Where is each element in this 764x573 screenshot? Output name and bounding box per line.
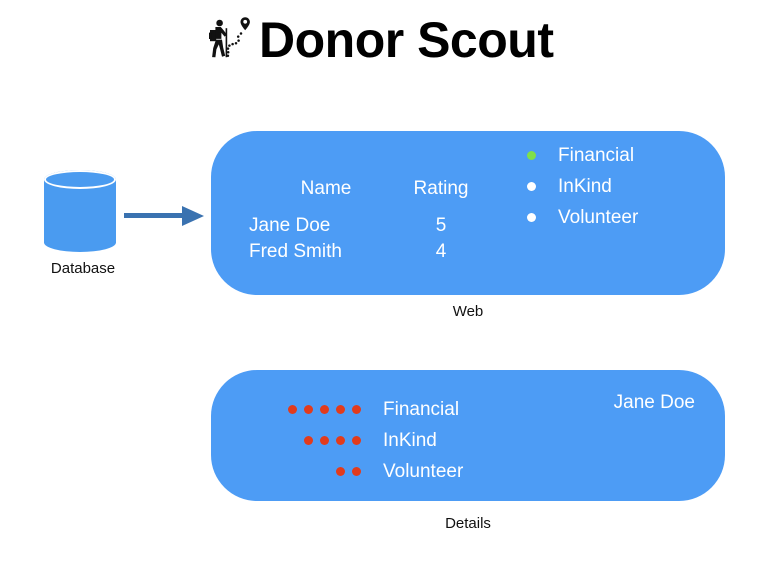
rating-dot-icon — [352, 467, 361, 476]
rating-dots-inkind — [253, 436, 361, 445]
web-panel[interactable]: Name Rating Jane Doe 5 Fred Smith 4 Fina… — [211, 131, 725, 295]
column-header-name: Name — [300, 178, 352, 199]
page-title: Donor Scout — [259, 12, 554, 68]
column-header-rating: Rating — [413, 178, 469, 199]
cylinder-top — [44, 170, 116, 189]
database-cylinder-icon — [44, 170, 116, 252]
legend-label: Financial — [558, 144, 635, 166]
cylinder-body — [44, 179, 116, 243]
rating-dot-icon — [320, 436, 329, 445]
rating-dots-volunteer — [253, 467, 361, 476]
bullet-inkind-icon — [527, 182, 536, 191]
app-header: Donor Scout — [205, 12, 554, 68]
legend-item-inkind[interactable]: InKind — [527, 171, 697, 202]
detail-label: Financial — [383, 398, 460, 420]
detail-category-list: Financial InKind Volunteer — [253, 394, 563, 487]
rating-dot-icon — [336, 405, 345, 414]
arrow-right-icon — [124, 205, 206, 227]
rating-dot-icon — [352, 405, 361, 414]
table-header-row: Name Rating — [249, 178, 487, 214]
details-panel[interactable]: Financial InKind Volunteer Jane Doe — [211, 370, 725, 501]
table-row[interactable]: Jane Doe 5 — [249, 214, 487, 240]
cell-donor-rating: 5 — [435, 215, 447, 236]
detail-label: Volunteer — [383, 460, 464, 482]
web-panel-caption: Web — [452, 303, 484, 320]
legend-label: InKind — [558, 175, 612, 197]
cell-donor-rating: 4 — [435, 241, 447, 262]
rating-dot-icon — [336, 436, 345, 445]
bullet-financial-icon — [527, 151, 536, 160]
cell-donor-name: Jane Doe — [249, 215, 331, 236]
rating-dot-icon — [352, 436, 361, 445]
rating-dot-icon — [304, 405, 313, 414]
database-node[interactable]: Database — [44, 170, 122, 277]
rating-dot-icon — [288, 405, 297, 414]
legend-item-financial[interactable]: Financial — [527, 140, 697, 171]
bullet-volunteer-icon — [527, 213, 536, 222]
rating-dot-icon — [320, 405, 329, 414]
rating-dots-financial — [253, 405, 361, 414]
donor-table: Name Rating Jane Doe 5 Fred Smith 4 — [249, 178, 487, 266]
detail-row-inkind[interactable]: InKind — [253, 425, 563, 456]
detail-row-financial[interactable]: Financial — [253, 394, 563, 425]
rating-dot-icon — [336, 467, 345, 476]
details-donor-name: Jane Doe — [613, 392, 695, 413]
table-row[interactable]: Fred Smith 4 — [249, 240, 487, 266]
database-label: Database — [50, 260, 116, 277]
detail-row-volunteer[interactable]: Volunteer — [253, 456, 563, 487]
detail-label: InKind — [383, 429, 437, 451]
cell-donor-name: Fred Smith — [249, 241, 342, 262]
category-legend: Financial InKind Volunteer — [527, 140, 697, 233]
legend-item-volunteer[interactable]: Volunteer — [527, 202, 697, 233]
hiker-trail-pin-icon — [205, 14, 251, 66]
legend-label: Volunteer — [558, 206, 639, 228]
details-panel-caption: Details — [445, 515, 491, 532]
rating-dot-icon — [304, 436, 313, 445]
